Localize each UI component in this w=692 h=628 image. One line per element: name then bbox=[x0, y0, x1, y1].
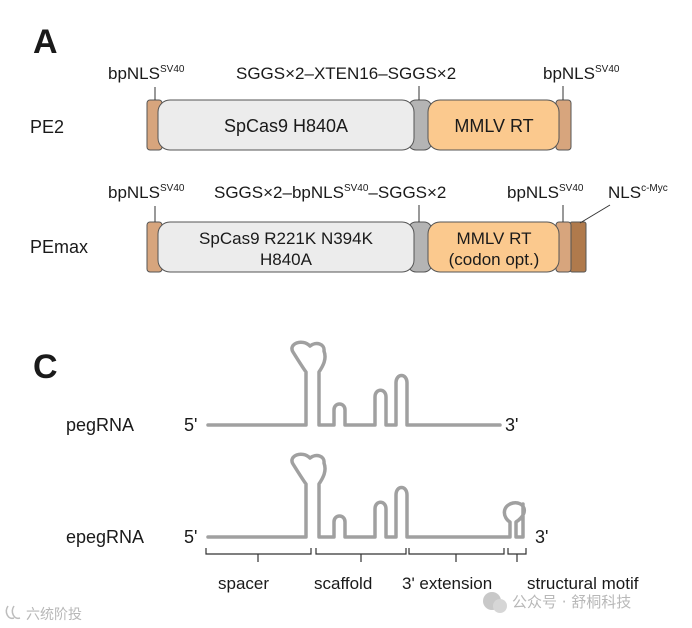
watermark-left-text: 六统阶投 bbox=[26, 607, 82, 623]
region-extension-label: 3' extension bbox=[402, 574, 492, 593]
pemax-cas9-label-line1: SpCas9 R221K N394K bbox=[199, 229, 374, 248]
pe2-rt-domain bbox=[427, 99, 560, 151]
epegrna-name: epegRNA bbox=[66, 527, 144, 547]
pemax-nls-myc-label: NLSc-Myc bbox=[608, 183, 668, 202]
pegrna-three-prime: 3' bbox=[505, 415, 518, 435]
pemax-nls-left-label: bpNLSSV40 bbox=[108, 183, 185, 202]
pegrna-strand bbox=[206, 340, 502, 427]
pemax-name: PEmax bbox=[30, 237, 88, 257]
wechat-icon-small bbox=[493, 599, 507, 613]
pemax-cas9-domain bbox=[157, 221, 415, 273]
pegrna-name: pegRNA bbox=[66, 415, 134, 435]
pe2-construct bbox=[146, 99, 572, 151]
pemax-cas9-label-line2: H840A bbox=[260, 250, 313, 269]
pemax-construct bbox=[146, 221, 587, 273]
epegrna-strand bbox=[206, 452, 527, 539]
pemax-rt-label-line1: MMLV RT bbox=[457, 229, 532, 248]
region-brackets bbox=[205, 548, 527, 562]
pemax-rt-label-line2: (codon opt.) bbox=[449, 250, 540, 269]
pe2-nls-right-label: bpNLSSV40 bbox=[543, 64, 620, 83]
pe2-name: PE2 bbox=[30, 117, 64, 137]
watermark-right-text: 公众号 · 舒桐科技 bbox=[512, 593, 631, 611]
bracket-motif bbox=[507, 548, 527, 562]
pemax-rt-domain bbox=[427, 221, 560, 273]
bracket-spacer bbox=[205, 548, 312, 562]
panel-a-letter: A bbox=[33, 23, 58, 61]
region-motif-label: structural motif bbox=[527, 574, 639, 593]
watermark-right: 公众号 · 舒桐科技 bbox=[483, 592, 631, 613]
bracket-scaffold bbox=[315, 548, 407, 562]
pemax-linker-label: SGGS×2–bpNLSSV40–SGGS×2 bbox=[214, 183, 446, 202]
epegrna-three-prime: 3' bbox=[535, 527, 548, 547]
region-spacer-label: spacer bbox=[218, 574, 269, 593]
watermark-left: 六统阶投 bbox=[5, 605, 82, 623]
pemax-nls-mid-label: bpNLSSV40 bbox=[507, 183, 584, 202]
panel-c-letter: C bbox=[33, 348, 58, 386]
watermark-logo-icon bbox=[5, 605, 21, 620]
pe2-cas9-domain bbox=[157, 99, 415, 151]
pemax-nls-myc-pointer bbox=[579, 204, 611, 224]
pegrna-five-prime: 5' bbox=[184, 415, 197, 435]
pe2-nls-left-label: bpNLSSV40 bbox=[108, 64, 185, 83]
epegrna-five-prime: 5' bbox=[184, 527, 197, 547]
region-scaffold-label: scaffold bbox=[314, 574, 372, 593]
pe2-linker-label: SGGS×2–XTEN16–SGGS×2 bbox=[236, 64, 456, 83]
pemax-nls-myc-domain bbox=[569, 221, 587, 273]
pe2-cas9-label: SpCas9 H840A bbox=[224, 116, 348, 136]
bracket-extension bbox=[408, 548, 505, 562]
pe2-rt-label: MMLV RT bbox=[454, 116, 533, 136]
